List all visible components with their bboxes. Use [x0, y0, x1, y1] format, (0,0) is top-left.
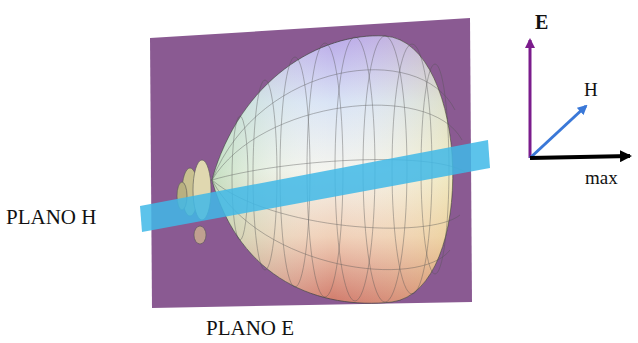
plane-label: PLANO H	[6, 207, 96, 228]
axis-label: max	[585, 168, 618, 187]
h-axis-arrow	[530, 106, 586, 158]
plane-label: PLANO E	[206, 318, 294, 339]
axis-label: E	[535, 12, 548, 32]
h-plane	[140, 140, 490, 232]
e-axis-arrow	[529, 40, 532, 158]
max-axis-arrow	[530, 156, 630, 158]
axis-label: H	[584, 80, 598, 99]
